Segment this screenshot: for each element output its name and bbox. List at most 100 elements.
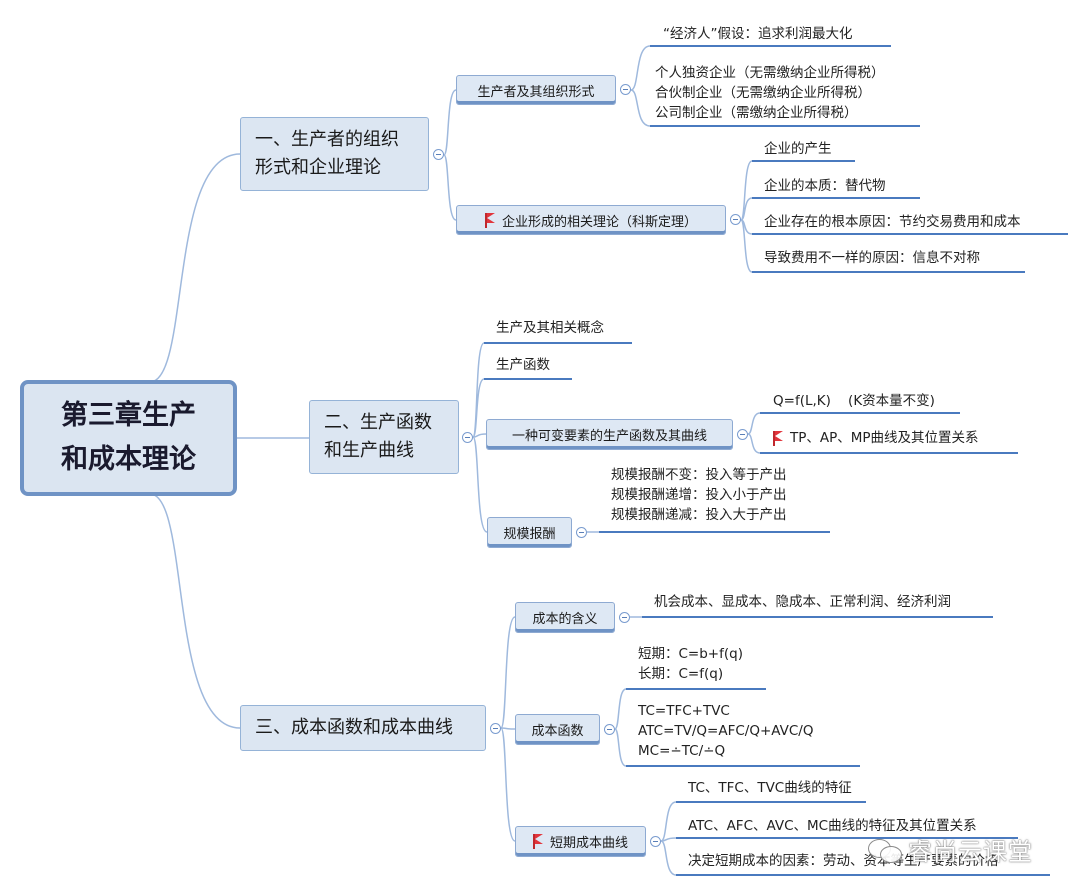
leaf-corporation: 公司制企业（需缴纳企业所得税） — [655, 105, 858, 121]
connector-short-run-factors — [660, 840, 677, 876]
root-topic-line1: 第三章生产 — [61, 400, 196, 431]
topic-cost-meaning-label: 成本的含义 — [532, 612, 598, 627]
leaf-tc-curves-text: TC、TFC、TVC曲线的特征 — [688, 780, 852, 796]
connector-cost-meaning — [500, 616, 516, 729]
leaf-short-run: 短期：C=b+f(q) — [638, 646, 743, 662]
leaf-economic-man: “经济人”假设：追求利润最大化 — [663, 24, 853, 44]
connector-q-formula — [747, 412, 761, 435]
watermark-text: 睿尚云课堂 — [908, 838, 1033, 866]
connector-tp-ap-mp — [747, 433, 761, 454]
leaf-tc-formula: TC=TFC+TVC — [638, 703, 730, 719]
leaf-short-long-run: 短期：C=b+f(q) 长期：C=f(q) — [638, 644, 743, 684]
red-flag-icon — [773, 430, 783, 446]
leaf-tp-ap-mp: TP、AP、MP曲线及其位置关系 — [773, 428, 979, 448]
topic-cost-function-label: 成本函数 — [531, 724, 584, 739]
topic-producer-forms[interactable]: 生产者及其组织形式 — [456, 75, 616, 105]
connector-returns-to-scale — [472, 436, 488, 533]
leaf-atc-formula: ATC=TV/Q=AFC/Q+AVC/Q — [638, 723, 814, 739]
leaf-production-function: 生产函数 — [496, 355, 550, 375]
leaf-atc-curves: ATC、AFC、AVC、MC曲线的特征及其位置关系 — [688, 816, 977, 836]
connector-variable-input — [472, 433, 487, 438]
topic-cost-function[interactable]: 成本函数 — [515, 714, 600, 745]
leaf-q-formula: Q=f(L,K) (K资本量不变) — [773, 391, 935, 411]
collapse-cost-function-icon[interactable] — [604, 724, 615, 735]
connector-economic-man — [630, 45, 651, 91]
leaf-mc-formula: MC=∸TC/∸Q — [638, 743, 726, 759]
collapse-branch-1-icon[interactable] — [433, 149, 444, 160]
leaf-firm-reason-text: 企业存在的根本原因：节约交易费用和成本 — [764, 214, 1021, 230]
leaf-short-run-factors: 决定短期成本的因素：劳动、资本等生产要素的价格 — [688, 851, 999, 871]
collapse-branch-3-icon[interactable] — [490, 723, 501, 734]
leaf-firm-reason: 企业存在的根本原因：节约交易费用和成本 — [764, 212, 1021, 232]
topic-returns-to-scale[interactable]: 规模报酬 — [487, 517, 572, 548]
leaf-cost-difference-text: 导致费用不一样的原因：信息不对称 — [764, 250, 980, 266]
topic-returns-to-scale-label: 规模报酬 — [503, 527, 556, 542]
leaf-production-function-text: 生产函数 — [496, 357, 550, 373]
connector-b1-coase — [443, 154, 457, 221]
topic-variable-input-label: 一种可变要素的生产函数及其曲线 — [511, 429, 707, 444]
topic-short-run-cost-curve[interactable]: 短期成本曲线 — [515, 826, 646, 857]
leaf-atc-curves-text: ATC、AFC、AVC、MC曲线的特征及其位置关系 — [688, 818, 977, 834]
leaf-constant-returns: 规模报酬不变：投入等于产出 — [611, 467, 787, 483]
root-topic-line2: 和成本理论 — [61, 444, 196, 475]
branch-2-line1: 二、生产函数 — [324, 412, 432, 433]
leaf-tc-curves: TC、TFC、TVC曲线的特征 — [688, 778, 852, 798]
connector-b1-producer-forms — [443, 89, 457, 156]
leaf-q-formula-text: Q=f(L,K) (K资本量不变) — [773, 393, 935, 409]
leaf-cost-formulas: TC=TFC+TVC ATC=TV/Q=AFC/Q+AVC/Q MC=∸TC/∸… — [638, 701, 813, 761]
collapse-coase-theory-icon[interactable] — [730, 214, 741, 225]
connector-tc-curves — [660, 801, 677, 842]
connector-cost-function — [500, 727, 516, 730]
collapse-producer-forms-icon[interactable] — [620, 84, 631, 95]
connector-firm-nature — [740, 197, 753, 221]
leaf-firm-origin: 企业的产生 — [764, 139, 832, 159]
leaf-production-concepts-text: 生产及其相关概念 — [496, 320, 604, 336]
leaf-firm-origin-text: 企业的产生 — [764, 141, 832, 157]
branch-cost-function[interactable]: 三、成本函数和成本曲线 — [240, 705, 486, 751]
red-flag-icon — [484, 212, 495, 228]
connector-root-branch3 — [149, 493, 241, 729]
leaf-cost-types: 机会成本、显成本、隐成本、正常利润、经济利润 — [654, 592, 951, 612]
connector-cost-difference — [740, 219, 753, 273]
leaf-short-run-factors-text: 决定短期成本的因素：劳动、资本等生产要素的价格 — [688, 853, 999, 869]
connector-short-run-cost-curve — [500, 727, 516, 842]
connector-firm-origin — [740, 160, 753, 221]
leaf-economic-man-text: “经济人”假设：追求利润最大化 — [663, 26, 853, 42]
topic-coase-theory-label: 企业形成的相关理论（科斯定理） — [501, 214, 697, 230]
collapse-cost-meaning-icon[interactable] — [619, 612, 630, 623]
leaf-firm-nature-text: 企业的本质：替代物 — [764, 178, 886, 194]
leaf-cost-types-text: 机会成本、显成本、隐成本、正常利润、经济利润 — [654, 594, 951, 610]
branch-2-line2: 和生产曲线 — [324, 440, 414, 461]
watermark: 睿尚云课堂 — [868, 832, 1033, 867]
leaf-enterprise-types: 个人独资企业（无需缴纳企业所得税） 合伙制企业（无需缴纳企业所得税） 公司制企业… — [655, 63, 885, 123]
topic-variable-input[interactable]: 一种可变要素的生产函数及其曲线 — [486, 419, 733, 450]
connector-root-branch1 — [149, 153, 241, 383]
connector-enterprise-types — [630, 89, 651, 127]
leaf-firm-nature: 企业的本质：替代物 — [764, 176, 886, 196]
leaf-partnership: 合伙制企业（无需缴纳企业所得税） — [655, 85, 871, 101]
leaf-decreasing-returns: 规模报酬递减：投入大于产出 — [611, 507, 787, 523]
collapse-short-run-cost-curve-icon[interactable] — [650, 836, 661, 847]
leaf-sole-proprietorship: 个人独资企业（无需缴纳企业所得税） — [655, 65, 885, 81]
connector-short-long-run — [614, 688, 627, 730]
branch-1-line1: 一、生产者的组织 — [255, 129, 399, 150]
red-flag-icon — [532, 834, 543, 849]
branch-3-label: 三、成本函数和成本曲线 — [255, 717, 453, 738]
topic-cost-meaning[interactable]: 成本的含义 — [515, 602, 615, 633]
leaf-increasing-returns: 规模报酬递增：投入小于产出 — [611, 487, 787, 503]
leaf-returns-types: 规模报酬不变：投入等于产出 规模报酬递增：投入小于产出 规模报酬递减：投入大于产… — [611, 465, 787, 525]
topic-coase-theory[interactable]: 企业形成的相关理论（科斯定理） — [456, 205, 726, 235]
collapse-returns-to-scale-icon[interactable] — [576, 527, 587, 538]
collapse-branch-2-icon[interactable] — [462, 432, 473, 443]
root-topic[interactable]: 第三章生产 和成本理论 — [20, 380, 237, 496]
leaf-long-run: 长期：C=f(q) — [638, 666, 724, 682]
leaf-cost-difference: 导致费用不一样的原因：信息不对称 — [764, 248, 980, 268]
branch-1-line2: 形式和企业理论 — [255, 157, 381, 178]
collapse-variable-input-icon[interactable] — [737, 429, 748, 440]
connector-production-function — [472, 378, 485, 438]
leaf-production-concepts: 生产及其相关概念 — [496, 318, 604, 338]
topic-short-run-cost-curve-label: 短期成本曲线 — [549, 836, 628, 851]
branch-producer-organization[interactable]: 一、生产者的组织 形式和企业理论 — [240, 117, 429, 191]
branch-production-function[interactable]: 二、生产函数 和生产曲线 — [309, 400, 459, 474]
